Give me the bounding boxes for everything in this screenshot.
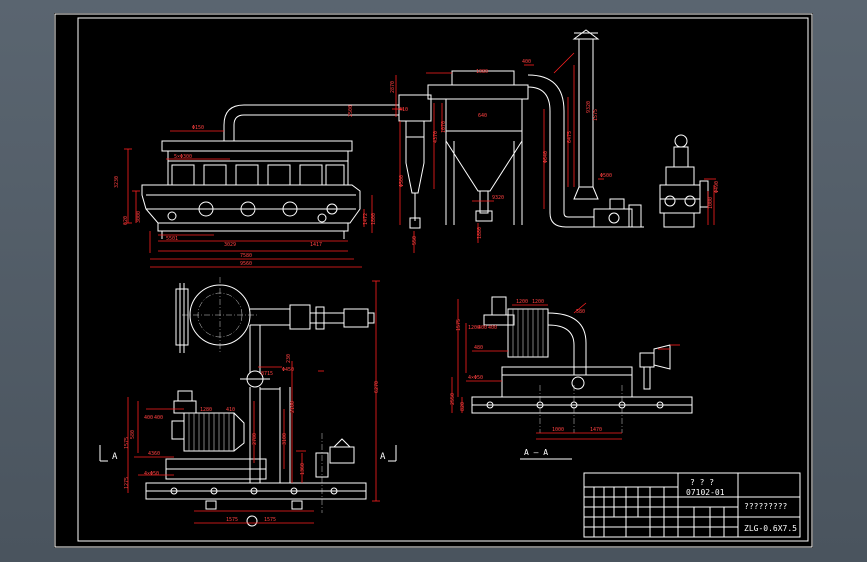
dim-text: 640 (478, 113, 487, 119)
dim-text: 7580 (240, 253, 252, 259)
dim-text: 400 (144, 415, 153, 421)
dim-text: 3100 (282, 433, 288, 445)
dim-text: 550 (412, 236, 418, 245)
heater-top (674, 134, 688, 148)
dim-text: 8715 (261, 371, 273, 377)
dim-text: Φ500 (600, 173, 612, 179)
dim-text: 6475 (567, 131, 573, 143)
dim-text: 400 (522, 59, 531, 65)
dim-text: 820 (460, 402, 466, 411)
section-marker-left: A (99, 445, 118, 462)
dim-text: 1000 (552, 427, 564, 433)
dim-text: 1280 (200, 407, 212, 413)
plan-view: Φ450 230 6270 2100 3100 2780 1575 580 40… (99, 277, 397, 527)
dim-text: 400 (478, 325, 487, 331)
dim-text: 1575 (124, 437, 130, 449)
dim-text: 1200 (468, 325, 480, 331)
dim-text: 400 (488, 325, 497, 331)
dim-text: 5×Φ300 (174, 154, 192, 160)
dim-text: 230 (286, 354, 292, 363)
exhaust-fan (593, 208, 633, 228)
inner-frame (77, 17, 809, 542)
dim-text: 1070 (441, 121, 447, 133)
dim-text: 2100 (290, 401, 296, 413)
dim-text: 1000 (708, 197, 714, 209)
dim-text: 1417 (310, 242, 322, 248)
dim-text: 2500 (348, 105, 354, 117)
outer-frame (54, 13, 813, 548)
dim-text: 410 (399, 107, 408, 113)
dim-text: 480 (474, 345, 483, 351)
dim-text: 4×Φ50 (144, 471, 159, 477)
dim-text: 5501 (166, 236, 178, 242)
drawing-number: 07102-01 (686, 488, 725, 497)
dim-text: 3230 (114, 176, 120, 188)
section-title: A — A (520, 448, 572, 460)
dim-text: 2550 (450, 393, 456, 405)
dim-text: 1080 (476, 69, 488, 75)
exhaust-duct (223, 104, 354, 141)
model-number: ZLG-0.6X7.5 (744, 524, 797, 533)
dim-text: 4370 (433, 131, 439, 143)
dim-text: Φ150 (192, 125, 204, 131)
dim-text: 1472 (363, 213, 369, 225)
fan-duct (527, 74, 565, 213)
dim-text: 2780 (252, 433, 258, 445)
title-upper-mark: ? ? ? (690, 478, 714, 487)
dim-text: 1200 (532, 299, 544, 305)
dim-text: 400 (154, 415, 163, 421)
dim-text: 6270 (374, 381, 380, 393)
dim-text: 1880 (477, 227, 483, 239)
dim-text: Φ490 (714, 181, 720, 193)
dim-text: 1575 (593, 109, 599, 121)
dim-text: 9560 (240, 261, 252, 267)
drawing-name: ????????? (744, 502, 788, 511)
dim-text: 3000 (136, 211, 142, 223)
plan-dimension-texts: Φ450 230 6270 2100 3100 2780 1575 580 40… (124, 354, 380, 523)
dim-text: 1275 (124, 477, 130, 489)
dim-text: 580 (130, 430, 136, 439)
inspection-port (198, 201, 214, 217)
dim-text: 3029 (224, 242, 236, 248)
dim-text: Φ500 (399, 175, 405, 187)
dim-text: 580 (576, 309, 585, 315)
cad-drawing: Φ150 5×Φ300 3230 620 3000 5501 3029 1417… (54, 13, 813, 548)
dim-text: 1200 (516, 299, 528, 305)
dim-text: 1360 (300, 463, 306, 475)
exhaust-hood (161, 140, 353, 152)
bag-filter-hopper (445, 130, 523, 192)
dim-text: Φ640 (543, 151, 549, 163)
section-dimension-lines (451, 299, 680, 440)
dim-text: 2870 (390, 81, 396, 93)
top-dimension-texts: Φ150 5×Φ300 3230 620 3000 5501 3029 1417… (114, 59, 720, 267)
title-block: ? ? ? 07102-01 ????????? ZLG-0.6X7.5 (583, 472, 801, 538)
dim-text: 410 (226, 407, 235, 413)
dim-text: 9320 (492, 195, 504, 201)
dim-text: Φ450 (282, 367, 294, 373)
drawing-sheet: Φ150 5×Φ300 3230 620 3000 5501 3029 1417… (54, 13, 813, 548)
svg-text:A: A (380, 452, 386, 462)
dim-text: 1470 (590, 427, 602, 433)
section-dimension-texts: 1575 1200 400 400 1200 1200 480 4×Φ50 25… (450, 299, 602, 433)
section-marker-right: A (380, 445, 397, 462)
dim-text: 4360 (148, 451, 160, 457)
top-elevation-view: Φ150 5×Φ300 3230 620 3000 5501 3029 1417… (114, 29, 720, 268)
plan-dimension-lines (127, 280, 380, 524)
svg-text:A: A (112, 452, 118, 462)
svg-text:A — A: A — A (524, 448, 548, 457)
dim-text: 1575 (226, 517, 238, 523)
dryer-body (141, 184, 361, 224)
dim-text: 4×Φ50 (468, 375, 483, 381)
section-a-a-view: 1575 1200 400 400 1200 1200 480 4×Φ50 25… (450, 296, 693, 460)
dim-text: 1575 (264, 517, 276, 523)
top-dimension-lines (124, 52, 716, 268)
dim-text: 620 (123, 216, 129, 225)
dryer-base (157, 222, 349, 232)
cyclone-cone (405, 136, 425, 194)
dim-text: 9320 (586, 101, 592, 113)
dim-text: 1575 (456, 319, 462, 331)
dim-text: 1800 (371, 213, 377, 225)
